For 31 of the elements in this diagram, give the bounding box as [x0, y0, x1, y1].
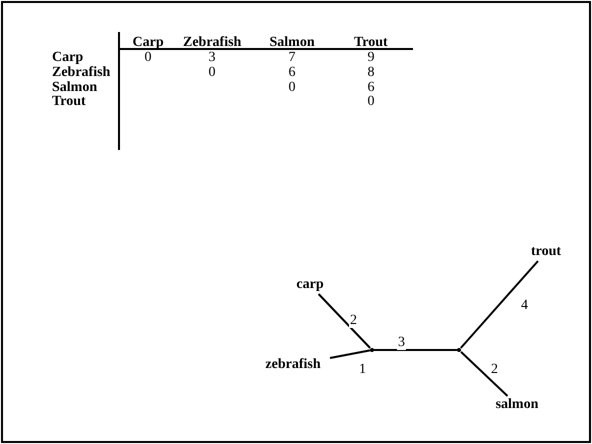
column-header: Zebrafish	[183, 35, 242, 50]
distance-value: 3	[208, 50, 216, 65]
branch-line	[460, 260, 539, 349]
distance-value: 0	[144, 50, 152, 65]
branch-line	[330, 349, 370, 359]
species-label: trout	[526, 243, 566, 261]
species-label: zebrafish	[256, 356, 330, 374]
column-header: Salmon	[270, 35, 315, 50]
species-label: salmon	[488, 396, 546, 414]
branch-line	[318, 293, 371, 349]
branch-length-label: 2	[349, 314, 358, 328]
branch-point	[370, 348, 374, 352]
branch-length-label: 3	[397, 336, 406, 350]
distance-value: 6	[368, 80, 374, 95]
distance-value: 0	[288, 80, 296, 95]
distance-value: 6	[288, 65, 296, 80]
row-header: Zebrafish	[52, 65, 110, 80]
species-label: carp	[290, 276, 330, 294]
distance-value: 9	[368, 50, 374, 65]
column-header: Carp	[132, 35, 164, 50]
distance-value: 0	[208, 65, 216, 80]
distance-value: 8	[368, 65, 374, 80]
distance-value: 0	[368, 94, 374, 109]
row-header: Carp	[52, 50, 84, 65]
row-header: Trout	[52, 94, 86, 109]
branch-line	[460, 351, 508, 397]
distance-value: 7	[288, 50, 296, 65]
branch-point	[457, 348, 461, 352]
branch-line	[374, 349, 457, 351]
column-header: Trout	[354, 35, 388, 50]
row-header: Salmon	[52, 80, 98, 95]
